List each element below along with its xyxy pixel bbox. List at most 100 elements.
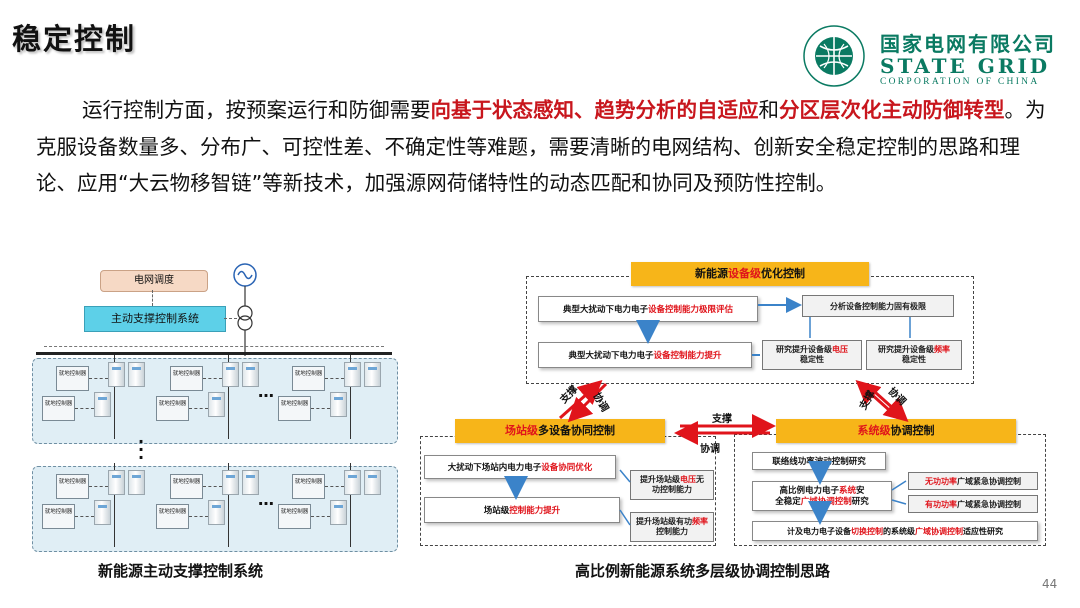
box-text: 全稳定 [775,497,801,507]
ellipsis: … [258,490,274,509]
box-text: 典型大扰动下电力电子 [562,305,648,315]
active-wide-area-box: 有功功率广域紧急协调控制 [908,495,1038,513]
red-arrow [558,379,603,420]
reactive-capability-box: 提升场站级电压无功控制能力 [630,470,714,500]
busbar [36,352,392,355]
header-text: 优化控制 [761,267,805,280]
inverter-cabinet [128,362,145,387]
para-text: 。为克服设备数量多、分布广、可控性差、不确定性等难题，需要清晰的电网结构、创新安… [36,98,1046,195]
support-label: 支撑 [857,389,878,412]
box-highlight: 切换控制 [851,527,883,536]
box-highlight: 设备控制能力提升 [653,351,722,361]
box-text: 广域紧急协调控制 [957,500,1021,509]
inverter-cabinet [344,470,361,495]
box-highlight: 频率 [934,345,950,354]
local-controller: 就地控制器 [292,474,325,499]
local-controller: 就地控制器 [170,474,203,499]
state-grid-logo-icon [803,25,865,87]
box-highlight: 有功功率 [925,500,957,509]
active-support-control-diagram: 电网调度 主动支撑控制系统 ··· … … 就地控制器就地控制器就地控制器就地控… [30,262,400,552]
inverter-cabinet [344,362,361,387]
wide-area-coord-box: 高比例电力电子系统安全稳定广域协调控制研究 [752,481,892,511]
box-highlight: 广域协调控制 [800,497,852,507]
system-level-header: 系统级协调控制 [776,419,1016,443]
box-text: 功控制能力 [652,485,692,494]
box-text: 稳定性 [800,355,824,364]
page-number: 44 [1042,577,1058,591]
system-level-frame [734,434,1046,546]
box-text: 提升场站级 [640,475,680,484]
box-text: 研究提升设备级 [776,345,832,354]
local-controller: 就地控制器 [56,474,89,499]
generator-icon [233,263,257,287]
inverter-cabinet [94,500,111,525]
inverter-cabinet [242,470,259,495]
arrow [619,469,631,483]
box-text: 计及电力电子设备 [787,527,851,536]
arrow [891,480,907,491]
red-arrow [855,379,900,420]
box-text: 控制能力 [656,527,688,536]
local-controller: 就地控制器 [42,396,75,421]
frequency-stability-box: 研究提升设备级频率稳定性 [866,340,962,370]
station-level-frame [420,436,716,546]
intro-paragraph: 运行控制方面，按预案运行和防御需要向基于状态感知、趋势分析的自适应和分区层次化主… [36,92,1046,202]
inverter-cabinet [108,470,125,495]
box-highlight: 频率 [692,517,708,526]
ellipsis: … [258,382,274,401]
inverter-cabinet [364,470,381,495]
device-limit-eval-box: 典型大扰动下电力电子设备控制能力极限评估 [538,296,758,322]
box-text: 场站级 [483,506,510,516]
local-controller: 就地控制器 [156,504,189,529]
inverter-cabinet [208,500,225,525]
control-system-box: 主动支撑控制系统 [84,306,226,332]
red-arrow [864,382,909,423]
box-text: 无 [696,475,704,484]
reactive-wide-area-box: 无功功率广域紧急协调控制 [908,472,1038,490]
box-text: 高比例电力电子 [779,486,839,496]
coordinate-label: 协调 [885,385,908,408]
box-text: 适应性研究 [963,527,1003,536]
inverter-cabinet [108,362,125,387]
box-text: 研究 [851,497,869,507]
left-diagram-caption: 新能源主动支撑控制系统 [98,562,264,580]
inverter-cabinet [208,392,225,417]
header-text: 协调控制 [890,424,935,437]
header-highlight: 系统级 [857,424,891,437]
coordinate-label: 协调 [590,391,611,414]
inverter-cabinet [330,500,347,525]
local-controller: 就地控制器 [42,504,75,529]
coordinate-label: 协调 [700,444,720,455]
device-capability-boost-box: 典型大扰动下电力电子设备控制能力提升 [538,342,752,368]
inverter-cabinet [128,470,145,495]
station-capability-box: 场站级控制能力提升 [424,497,620,523]
inverter-cabinet [222,362,239,387]
inverter-cabinet [242,362,259,387]
box-highlight: 设备控制能力极限评估 [648,305,734,315]
transformer-icon [237,286,253,356]
inverter-cabinet [222,470,239,495]
page-title: 稳定控制 [12,22,137,56]
grid-dispatch-box: 电网调度 [100,270,208,292]
local-controller: 就地控制器 [170,366,203,391]
inverter-cabinet [330,392,347,417]
header-highlight: 设备级 [728,267,761,280]
arrow [891,499,907,505]
box-text: 大扰动下场站内电力电子 [447,463,542,473]
box-text: 的系统级 [883,527,915,536]
red-arrow [567,382,608,423]
active-capability-box: 提升场站级有功频率控制能力 [630,512,714,542]
header-text: 多设备协同控制 [538,424,615,437]
para-text: 运行控制方面，按预案运行和防御需要 [82,98,431,122]
box-text: 提升场站级有功 [636,517,692,526]
box-highlight: 广域协调控制 [915,527,963,536]
local-controller: 就地控制器 [56,366,89,391]
box-highlight: 控制能力提升 [509,506,561,516]
inverter-cabinet [94,392,111,417]
box-text: 广域紧急协调控制 [957,477,1021,486]
device-level-frame [526,276,974,384]
local-controller: 就地控制器 [278,504,311,529]
para-highlight: 分区层次化主动防御转型 [779,98,1005,122]
arrow [619,509,631,526]
logo-name-cn: 国家电网有限公司 [880,32,1056,56]
